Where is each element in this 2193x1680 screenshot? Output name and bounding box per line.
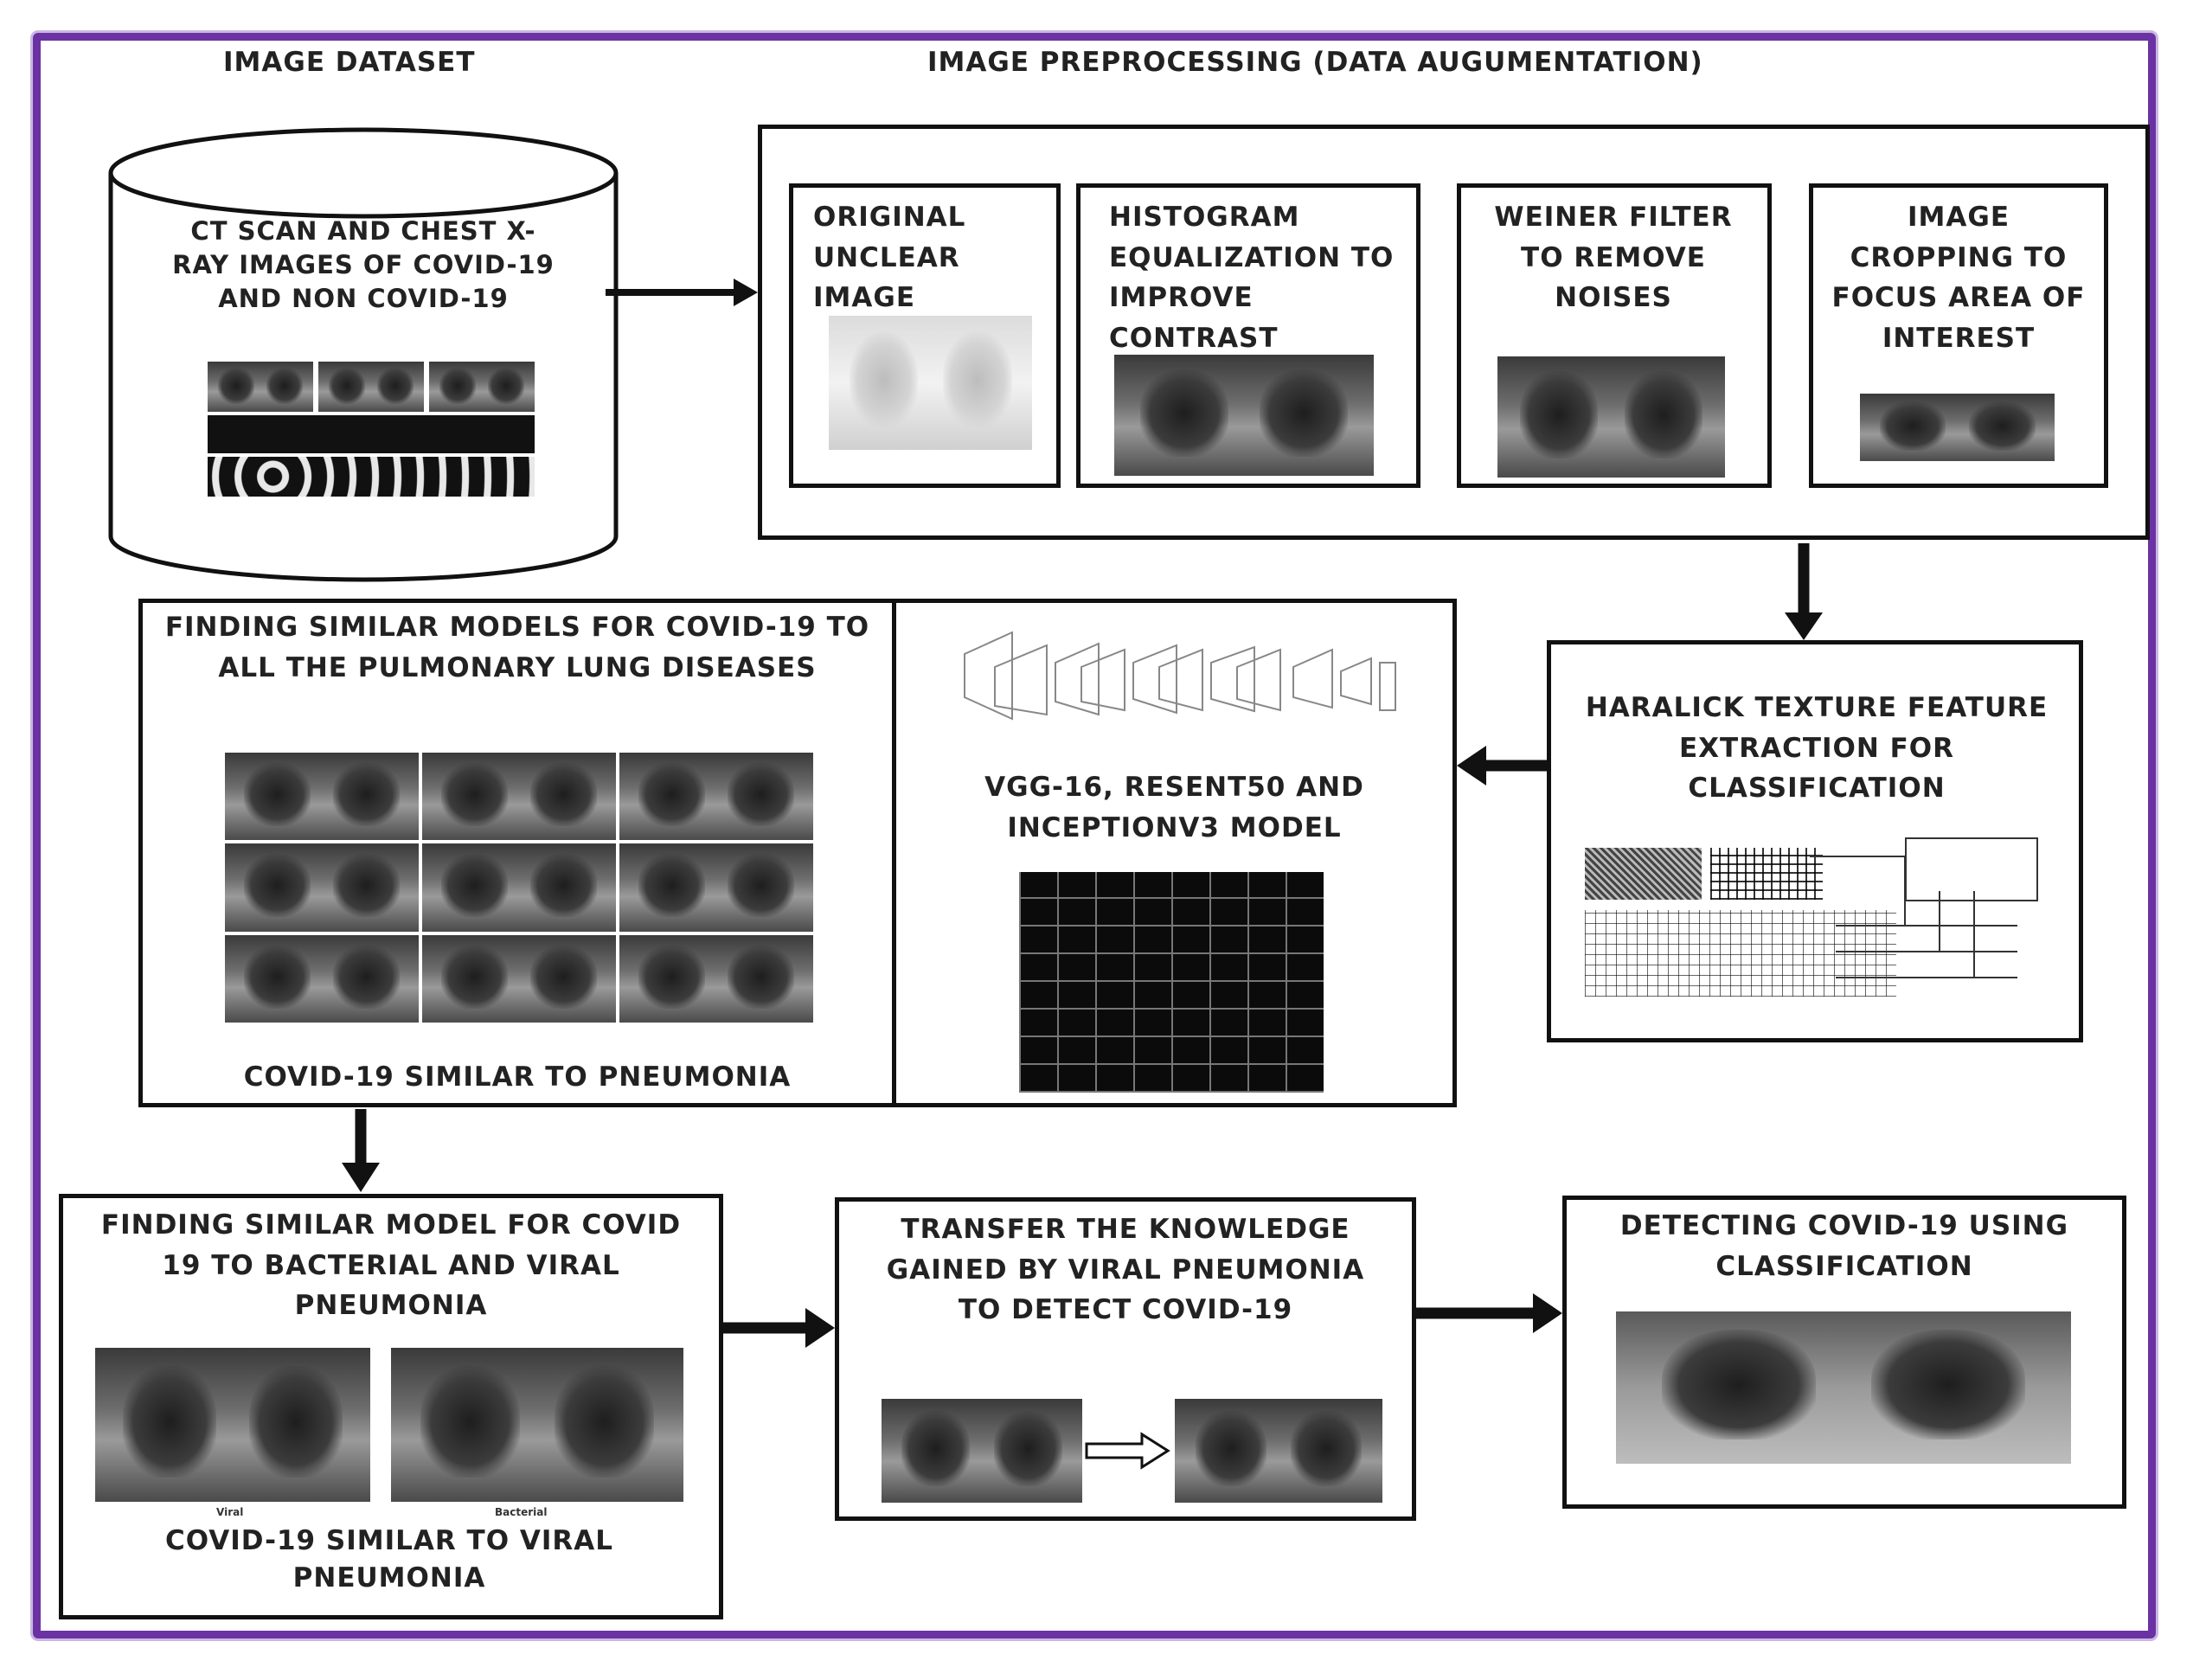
- arrow-preprocessing-to-haralick: [1785, 543, 1823, 640]
- transfer-arrow-icon: [1085, 1432, 1170, 1470]
- similar-model-title: FINDING SIMILAR MODEL FOR COVID 19 TO BA…: [100, 1209, 682, 1321]
- similar-model-caption: COVID-19 SIMILAR TO VIRAL PNEUMONIA: [165, 1525, 613, 1594]
- arrow-haralick-to-models: [1457, 746, 1547, 785]
- haralick-connectors: [1810, 856, 2017, 978]
- arrow-transfer-to-detect: [1416, 1293, 1562, 1333]
- arrow-dataset-to-preprocessing: [606, 279, 758, 306]
- header-image-preprocessing: IMAGE PREPROCESSING (DATA AUGUMENTATION): [927, 47, 1703, 78]
- disease-xray-7: [225, 934, 419, 1023]
- step-histogram-image: [1114, 355, 1374, 476]
- step-cropping-image: [1860, 394, 2055, 461]
- transfer-xray-target: [1175, 1399, 1382, 1503]
- dataset-xray-1: [208, 362, 313, 412]
- haralick-glcm-grid: [1710, 848, 1823, 900]
- haralick-feature-table: [1585, 910, 1896, 997]
- step-cropping-label: IMAGE CROPPING TO FOCUS AREA OF INTEREST: [1831, 202, 2086, 354]
- dataset-xray-3: [429, 362, 535, 412]
- disease-xray-9: [619, 934, 813, 1023]
- dataset-xray-2: [318, 362, 424, 412]
- haralick-label: HARALICK TEXTURE FEATURE EXTRACTION FOR …: [1585, 692, 2049, 804]
- dataset-ct-row-2: [208, 457, 535, 497]
- dataset-label: CT SCAN AND CHEST X-RAY IMAGES OF COVID-…: [172, 216, 555, 314]
- disease-xray-3: [619, 753, 813, 841]
- disease-xray-5: [422, 843, 616, 932]
- viral-caption: Viral: [216, 1506, 244, 1518]
- arrow-models-to-similar: [342, 1109, 380, 1192]
- disease-xray-2: [422, 753, 616, 841]
- transfer-xray-source: [882, 1399, 1082, 1503]
- dataset-image-collage: [208, 362, 535, 497]
- transfer-title: TRANSFER THE KNOWLEDGE GAINED BY VIRAL P…: [886, 1214, 1365, 1325]
- arrow-similar-to-transfer: [723, 1308, 835, 1348]
- models-left-title: FINDING SIMILAR MODELS FOR COVID-19 TO A…: [164, 612, 870, 683]
- detect-title: DETECTING COVID-19 USING CLASSIFICATION: [1619, 1210, 2069, 1282]
- models-right-title: VGG-16, RESENT50 AND INCEPTIONV3 MODEL: [984, 772, 1364, 843]
- viral-xray: [95, 1348, 370, 1502]
- pulmonary-disease-grid: [225, 753, 813, 1023]
- models-left-caption: COVID-19 SIMILAR TO PNEUMONIA: [243, 1061, 792, 1093]
- outer-frame: [33, 33, 2156, 1638]
- step-weiner-label: WEINER FILTER TO REMOVE NOISES: [1494, 202, 1733, 313]
- step-original-image: [829, 316, 1032, 450]
- step-original-label: ORIGINAL UNCLEAR IMAGE: [813, 202, 966, 313]
- step-weiner-image: [1497, 356, 1725, 478]
- feature-map-grid: [1019, 872, 1324, 1093]
- disease-xray-8: [422, 934, 616, 1023]
- dataset-ct-row: [208, 415, 535, 453]
- haralick-texture-patch: [1585, 848, 1702, 900]
- bacterial-xray: [391, 1348, 683, 1502]
- bacterial-caption: Bacterial: [495, 1506, 548, 1518]
- haralick-diagram: [1585, 830, 2040, 1004]
- header-image-dataset: IMAGE DATASET: [223, 47, 476, 78]
- step-histogram-label: HISTOGRAM EQUALIZATION TO IMPROVE CONTRA…: [1109, 202, 1395, 354]
- detect-xray: [1616, 1311, 2071, 1464]
- disease-xray-6: [619, 843, 813, 932]
- disease-xray-4: [225, 843, 419, 932]
- cnn-architecture-icon: [964, 631, 1396, 721]
- disease-xray-1: [225, 753, 419, 841]
